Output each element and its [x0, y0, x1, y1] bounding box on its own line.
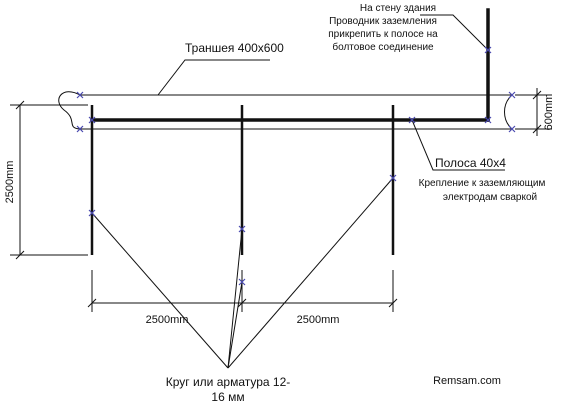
spacing-right-text: 2500mm: [297, 314, 340, 326]
rod-label-line-1: Круг или арматура 12-: [166, 375, 291, 389]
leader-strip: [411, 119, 505, 171]
depth-tick-top: [15, 100, 25, 110]
leader-trench: [157, 59, 270, 96]
wall-label-line-3: прикрепить к полосе на: [328, 29, 438, 40]
depth-tick-bottom: [15, 250, 25, 260]
strip-label: Полоса 40x4: [435, 156, 506, 170]
trench-depth-dimension: [515, 88, 552, 136]
ground-electrodes: [90, 105, 395, 255]
junction-markers: [76, 46, 516, 286]
leader-rod-lower: [227, 281, 243, 369]
weld-label-line-1: Крепление к заземляющим: [419, 178, 546, 189]
trench-break-right: [504, 94, 513, 130]
spacing-tick-left: [87, 298, 97, 308]
site-watermark: Remsam.com: [433, 375, 501, 387]
marker-strip-left: [88, 116, 96, 124]
depth-dimension-text: 2500mm: [4, 161, 16, 204]
wall-label-line-4: болтовое соединение: [332, 41, 434, 53]
earthing-strip: [90, 8, 490, 122]
marker-riser-top: [484, 46, 492, 54]
depth-dimension: [10, 100, 88, 260]
marker-trench-right: [508, 91, 516, 99]
trench-outline: [58, 91, 513, 130]
marker-riser-bottom: [484, 116, 492, 124]
leader-rod-left: [91, 212, 229, 369]
trench-break-left: [58, 91, 81, 130]
spacing-tick-mid: [237, 298, 247, 308]
wall-label-line-2: Проводник заземления: [329, 16, 437, 27]
spacing-left-text: 2500mm: [146, 314, 189, 326]
leader-rod-middle: [227, 228, 243, 369]
marker-electrode-right: [389, 174, 397, 182]
leader-wall: [420, 14, 489, 51]
trench-label: Траншея 400x600: [185, 41, 284, 55]
trench-depth-tick-bottom: [532, 124, 542, 134]
leader-weld: [227, 177, 394, 369]
marker-electrode-middle: [238, 225, 246, 233]
weld-label-line-2: электродам сваркой: [443, 192, 537, 203]
rod-label-line-2: 16 мм: [211, 390, 244, 404]
marker-strip-weld: [408, 116, 416, 124]
marker-trench-left: [76, 91, 84, 99]
spacing-dimension: [87, 270, 398, 312]
wall-label-line-1: На стену здания: [360, 3, 436, 14]
marker-electrode-left: [88, 209, 96, 217]
leader-lines: [91, 14, 505, 369]
marker-electrode-middle-lower: [238, 278, 246, 286]
spacing-tick-right: [388, 298, 398, 308]
trench-depth-tick-top: [532, 90, 542, 100]
marker-trench-left-bottom: [76, 125, 84, 133]
trench-depth-text: 600mm: [543, 94, 555, 131]
marker-trench-right-bottom: [508, 125, 516, 133]
